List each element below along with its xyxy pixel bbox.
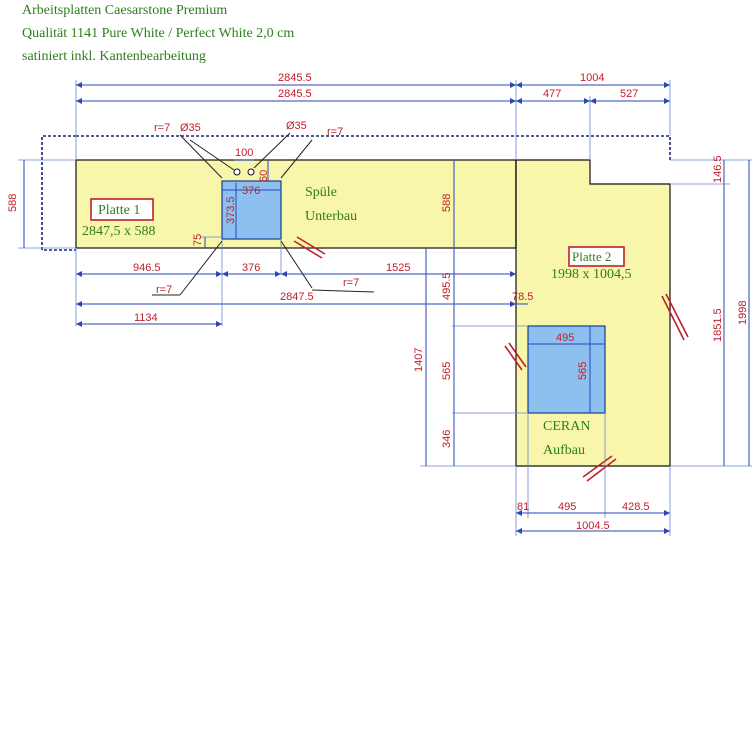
dim-bottom-1004: 1004.5 [576, 520, 610, 532]
dim-d35-a: Ø35 [180, 122, 201, 134]
dim-top-527: 527 [620, 88, 638, 100]
tap-hole-right [247, 168, 255, 176]
dim-bottom-376: 376 [242, 262, 260, 274]
seam-mark-plate-2-left [504, 342, 527, 371]
dim-1998: 1998 [737, 301, 749, 325]
plate-1-badge [90, 198, 154, 221]
dim-top-right: 1004 [580, 72, 604, 84]
plate-2 [515, 159, 671, 467]
plate-2-badge-label: Platte 2 [572, 249, 611, 264]
plate-1-bottom-dims [75, 239, 516, 327]
dim-1851-5: 1851.5 [712, 308, 724, 342]
seam-mark-plate-1 [293, 236, 326, 259]
plate-2-left-vertical-dims [420, 248, 528, 467]
dim-75: 75 [192, 234, 204, 246]
dim-bottom-81: 81 [517, 501, 529, 513]
sink-cutout [221, 180, 282, 240]
dim-bottom-1134: 1134 [134, 312, 158, 324]
dim-346: 346 [441, 430, 453, 448]
dim-sink-width: 376 [242, 185, 260, 197]
tap-hole-left [233, 168, 241, 176]
plate-1-size: 2847,5 x 588 [82, 224, 156, 239]
dim-495-5: 495.5 [441, 272, 453, 300]
dim-bottom-1525: 1525 [386, 262, 410, 274]
dim-tap-offset: 60 [258, 170, 270, 182]
dim-d35-b: Ø35 [286, 120, 307, 132]
dim-bottom-2847: 2847.5 [280, 291, 314, 303]
dim-top-477: 477 [543, 88, 561, 100]
cooktop-cutout [527, 325, 606, 414]
sink-label-line-2: Unterbau [305, 209, 357, 224]
cooktop-label-line-2: Aufbau [543, 443, 585, 458]
sink-leaders [179, 132, 313, 239]
dim-top-total-2: 2845.5 [278, 88, 312, 100]
header-line-1: Arbeitsplatten Caesarstone Premium [22, 3, 227, 18]
plate-1-badge-label: Platte 1 [98, 203, 140, 218]
top-dimensions [75, 80, 671, 160]
dim-565: 565 [441, 362, 453, 380]
dim-146-5: 146.5 [712, 155, 724, 183]
seam-mark-plate-2-right [661, 293, 689, 341]
plate-2-bottom-dims [515, 413, 671, 536]
dim-r7-d: r=7 [343, 277, 359, 289]
dim-r7-c: r=7 [156, 284, 172, 296]
seam-mark-plate-2-bottom [582, 455, 617, 482]
dim-mid-588: 588 [441, 194, 453, 212]
dim-ceran-height: 565 [577, 362, 589, 380]
sink-label-line-1: Spüle [305, 185, 337, 200]
dim-ceran-width: 495 [556, 332, 574, 344]
dim-bottom-495: 495 [558, 501, 576, 513]
backsplash-outline-left [41, 135, 76, 251]
dim-left-588: 588 [7, 194, 19, 212]
dim-r7-b: r=7 [327, 126, 343, 138]
plate-2-size: 1998 x 1004,5 [551, 267, 632, 282]
plate-1-vertical-dims [18, 159, 455, 249]
dim-tap-spacing: 100 [235, 147, 253, 159]
dim-top-total-1: 2845.5 [278, 72, 312, 84]
dim-bottom-946: 946.5 [133, 262, 161, 274]
cooktop-label-line-1: CERAN [543, 419, 590, 434]
dim-1407: 1407 [413, 348, 425, 372]
dim-bottom-428: 428.5 [622, 501, 650, 513]
cooktop-inner-dims [528, 326, 605, 413]
header-line-3: satiniert inkl. Kantenbearbeitung [22, 49, 206, 64]
plate-2-badge [568, 246, 625, 267]
backsplash-outline-top [76, 135, 671, 160]
header-line-2: Qualität 1141 Pure White / Perfect White… [22, 26, 294, 41]
dim-78-5: 78.5 [512, 291, 533, 303]
plate-2-right-vertical-dims [670, 159, 752, 467]
dim-r7-a: r=7 [154, 122, 170, 134]
dim-sink-height: 373.5 [225, 196, 237, 224]
